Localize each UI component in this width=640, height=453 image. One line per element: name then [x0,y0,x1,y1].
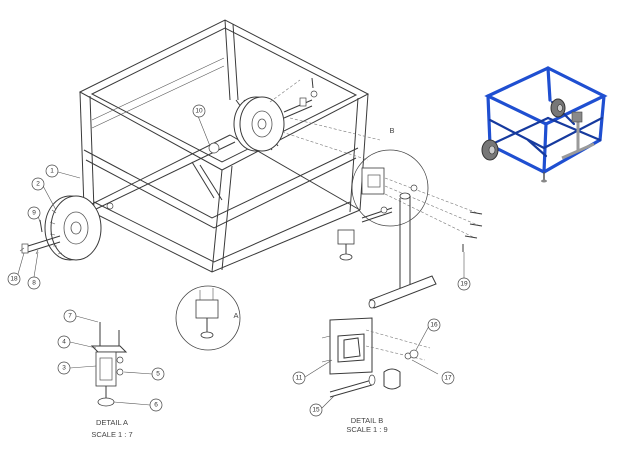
svg-text:18: 18 [10,276,18,283]
svg-text:15: 15 [312,407,320,414]
svg-text:3: 3 [62,365,66,372]
svg-text:1: 1 [50,168,54,175]
balloon-5: 5 [151,367,165,381]
detail-b-title: DETAIL B [351,416,384,425]
balloon-4: 4 [57,335,71,349]
balloon-19: 19 [457,277,471,291]
balloon-10: 10 [192,104,206,118]
balloon-17: 17 [441,371,455,385]
balloon-15: 15 [309,403,323,417]
svg-text:10: 10 [195,108,203,115]
detail-a-marker: A [233,311,238,320]
detail-a-scale: SCALE 1 : 7 [91,430,132,439]
svg-text:16: 16 [430,322,438,329]
balloon-2: 2 [31,177,45,191]
svg-text:17: 17 [444,375,452,382]
balloon-3: 3 [57,361,71,375]
balloon-8: 8 [27,276,41,290]
svg-text:9: 9 [32,210,36,217]
rear-wheel [208,77,381,161]
detail-b-scale: SCALE 1 : 9 [346,425,387,434]
front-wheel [21,195,114,261]
detail-b-callout: B [351,126,483,309]
svg-text:5: 5 [156,371,160,378]
svg-text:4: 4 [62,339,66,346]
svg-text:19: 19 [460,281,468,288]
balloon-9: 9 [27,206,41,220]
svg-text:7: 7 [68,313,72,320]
balloon-6: 6 [149,398,163,412]
svg-text:8: 8 [32,280,36,287]
front-foot [337,229,355,261]
balloon-1: 1 [45,164,59,178]
svg-text:6: 6 [154,402,158,409]
assembly-preview-render [481,66,608,183]
balloon-7: 7 [63,309,77,323]
detail-a-view: DETAIL A SCALE 1 : 7 [90,322,133,439]
detail-a-callout: A [175,285,241,351]
balloon-11: 11 [292,371,306,385]
svg-text:11: 11 [296,375,303,382]
detail-b-marker: B [389,126,394,135]
detail-a-title: DETAIL A [96,418,128,427]
balloon-16: 16 [427,318,441,332]
detail-b-view: DETAIL B SCALE 1 : 9 [321,317,431,434]
svg-text:2: 2 [36,181,40,188]
balloon-18: 18 [7,272,21,286]
